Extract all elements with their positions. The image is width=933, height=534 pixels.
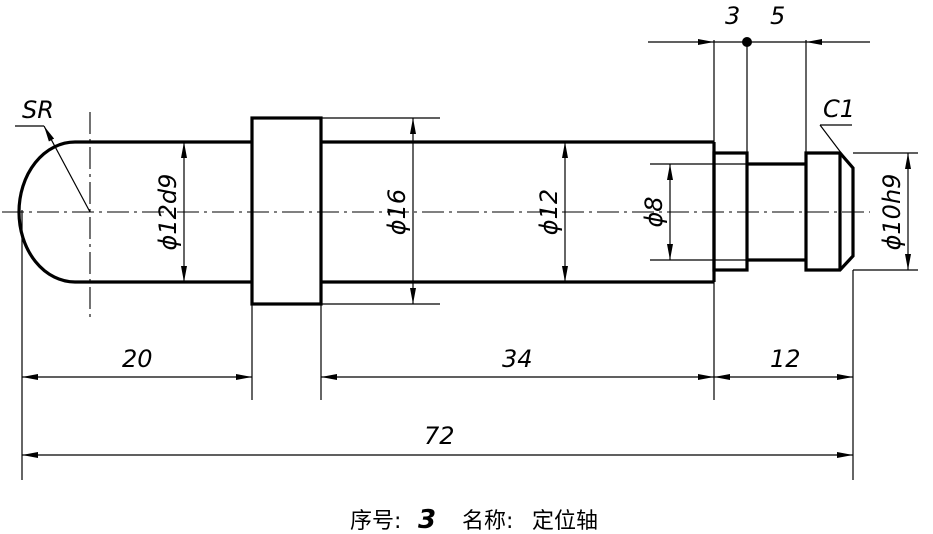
caption-seq-value: 3 bbox=[418, 505, 436, 534]
label-dia-12d9: ϕ12d9 bbox=[154, 174, 182, 251]
label-dia-16: ϕ16 bbox=[383, 189, 411, 235]
label-len-72: 72 bbox=[424, 422, 455, 450]
extension-lines bbox=[21, 40, 918, 480]
label-c1: C1 bbox=[823, 95, 855, 123]
label-dia-12: ϕ12 bbox=[535, 189, 563, 235]
shaft-outline bbox=[17, 116, 855, 306]
label-len-20: 20 bbox=[122, 345, 153, 373]
caption: 序号: 3 名称: 定位轴 bbox=[350, 505, 598, 534]
label-dia-10h9: ϕ10h9 bbox=[878, 174, 906, 251]
caption-seq-label: 序号: bbox=[350, 509, 401, 534]
label-dia-8: ϕ8 bbox=[640, 196, 668, 227]
diameter-dimensions bbox=[181, 118, 911, 304]
label-len-12: 12 bbox=[770, 345, 801, 373]
label-sr: SR bbox=[22, 96, 54, 124]
length-dimensions bbox=[22, 37, 870, 458]
caption-name-label: 名称: bbox=[462, 509, 513, 534]
leaders bbox=[15, 124, 852, 213]
caption-name-value: 定位轴 bbox=[532, 509, 598, 534]
label-len-5: 5 bbox=[770, 2, 785, 30]
dim-dot bbox=[742, 37, 752, 47]
label-len-3: 3 bbox=[725, 2, 740, 30]
label-len-34: 34 bbox=[502, 345, 533, 373]
